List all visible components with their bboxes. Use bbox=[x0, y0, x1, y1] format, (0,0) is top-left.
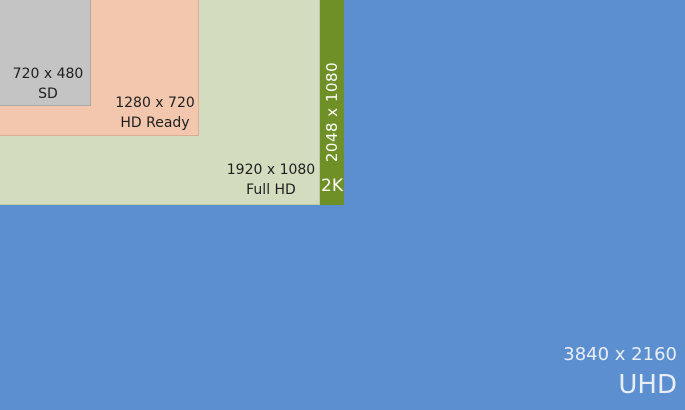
uhd-name: UHD bbox=[618, 370, 677, 400]
fhd-size: 1920 x 1080 bbox=[226, 162, 316, 178]
uhd-label: 3840 x 2160 UHD bbox=[563, 342, 677, 402]
2k-size-label: 2048 x 1080 bbox=[323, 61, 341, 163]
2k-name-label: 2K bbox=[321, 176, 343, 196]
sd-name: SD bbox=[38, 86, 58, 102]
hd-name: HD Ready bbox=[120, 115, 190, 131]
hd-size: 1280 x 720 bbox=[115, 95, 195, 111]
sd-label: 720 x 480 SD bbox=[8, 64, 88, 104]
hd-ready-label: 1280 x 720 HD Ready bbox=[110, 93, 200, 133]
sd-region bbox=[0, 0, 91, 106]
sd-size: 720 x 480 bbox=[12, 66, 84, 82]
uhd-size: 3840 x 2160 bbox=[563, 344, 677, 365]
fhd-name: Full HD bbox=[246, 182, 296, 198]
full-hd-label: 1920 x 1080 Full HD bbox=[226, 160, 316, 200]
